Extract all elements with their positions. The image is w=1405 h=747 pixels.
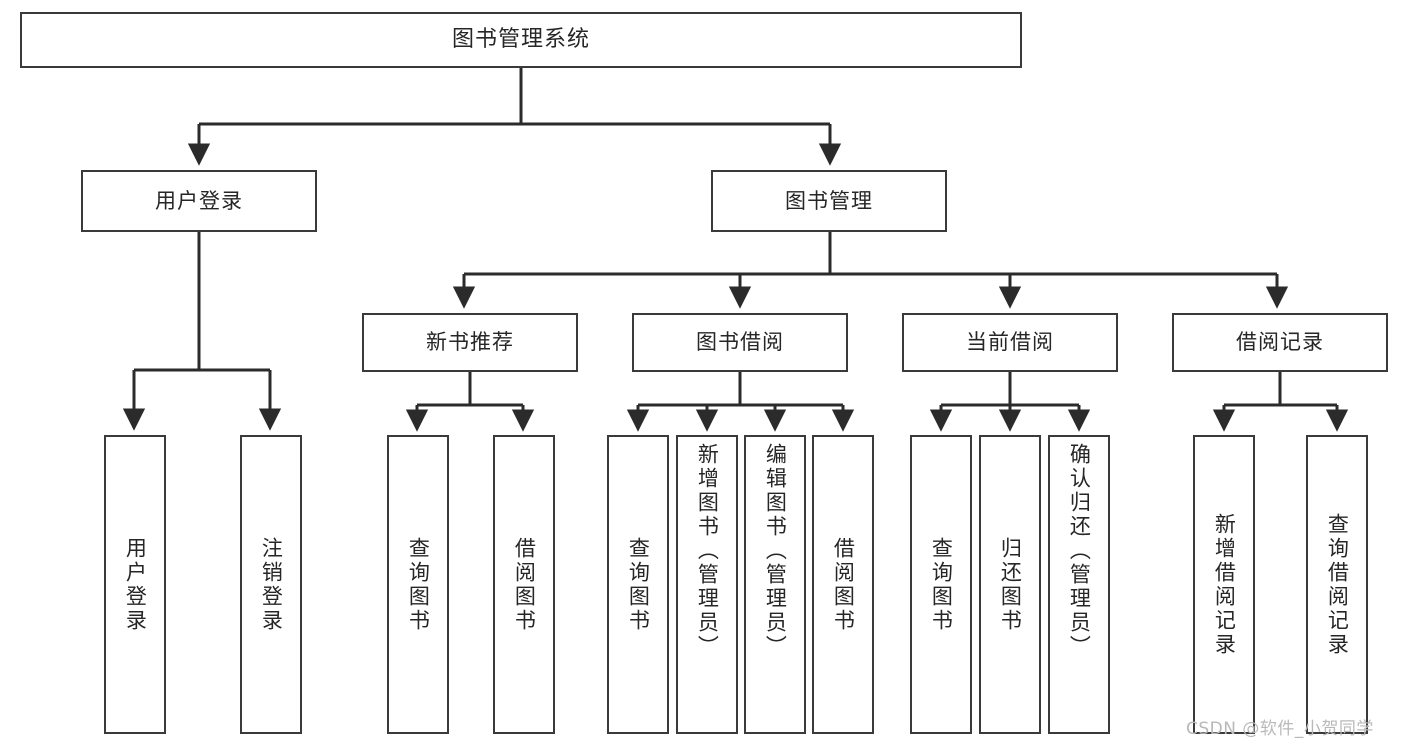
node-label: 查询图书 <box>929 536 954 633</box>
node-label: 归还图书 <box>998 536 1023 633</box>
node-label: 新增图书（管理员） <box>695 443 720 659</box>
leaf-borrow-record-add-record[interactable]: 新增借阅记录 <box>1193 435 1255 734</box>
node-book-management[interactable]: 图书管理 <box>711 170 947 232</box>
node-label: 查询图书 <box>406 536 431 633</box>
leaf-current-borrow-query-books[interactable]: 查询图书 <box>910 435 972 734</box>
node-label: 编辑图书（管理员） <box>763 443 788 659</box>
node-label: 注销登录 <box>259 536 284 633</box>
leaf-new-book-query-books[interactable]: 查询图书 <box>387 435 449 734</box>
leaf-book-borrow-edit-book-admin[interactable]: 编辑图书（管理员） <box>744 435 806 734</box>
node-label: 查询图书 <box>626 536 651 633</box>
node-label: 借阅记录 <box>1236 330 1324 355</box>
node-label: 借阅图书 <box>512 536 537 633</box>
node-new-book-recommend[interactable]: 新书推荐 <box>362 313 578 372</box>
leaf-current-borrow-return-books[interactable]: 归还图书 <box>979 435 1041 734</box>
node-label: 用户登录 <box>155 188 243 213</box>
node-label: 图书管理系统 <box>451 27 590 53</box>
leaf-new-book-borrow-books[interactable]: 借阅图书 <box>493 435 555 734</box>
node-user-login[interactable]: 用户登录 <box>81 170 317 232</box>
leaf-borrow-record-query-record[interactable]: 查询借阅记录 <box>1306 435 1368 734</box>
node-label: 图书借阅 <box>696 330 784 355</box>
node-label: 图书管理 <box>785 188 873 213</box>
node-label: 新书推荐 <box>426 330 514 355</box>
leaf-book-borrow-borrow-books[interactable]: 借阅图书 <box>812 435 874 734</box>
leaf-current-borrow-confirm-return-admin[interactable]: 确认归还（管理员） <box>1048 435 1110 734</box>
node-borrow-record[interactable]: 借阅记录 <box>1172 313 1388 372</box>
node-label: 查询借阅记录 <box>1325 512 1350 657</box>
node-current-borrow[interactable]: 当前借阅 <box>902 313 1118 372</box>
node-label: 当前借阅 <box>966 330 1054 355</box>
leaf-book-borrow-add-book-admin[interactable]: 新增图书（管理员） <box>676 435 738 734</box>
node-book-borrow[interactable]: 图书借阅 <box>632 313 848 372</box>
leaf-user-login-logout[interactable]: 注销登录 <box>240 435 302 734</box>
node-label: 新增借阅记录 <box>1212 512 1237 657</box>
node-label: 借阅图书 <box>831 536 856 633</box>
node-label: 确认归还（管理员） <box>1067 443 1092 659</box>
leaf-user-login-login[interactable]: 用户登录 <box>104 435 166 734</box>
csdn-watermark: CSDN @软件_小贺同学 <box>1186 719 1374 739</box>
node-label: 用户登录 <box>123 536 148 633</box>
leaf-book-borrow-query-books[interactable]: 查询图书 <box>607 435 669 734</box>
node-root-book-management-system[interactable]: 图书管理系统 <box>20 12 1022 68</box>
